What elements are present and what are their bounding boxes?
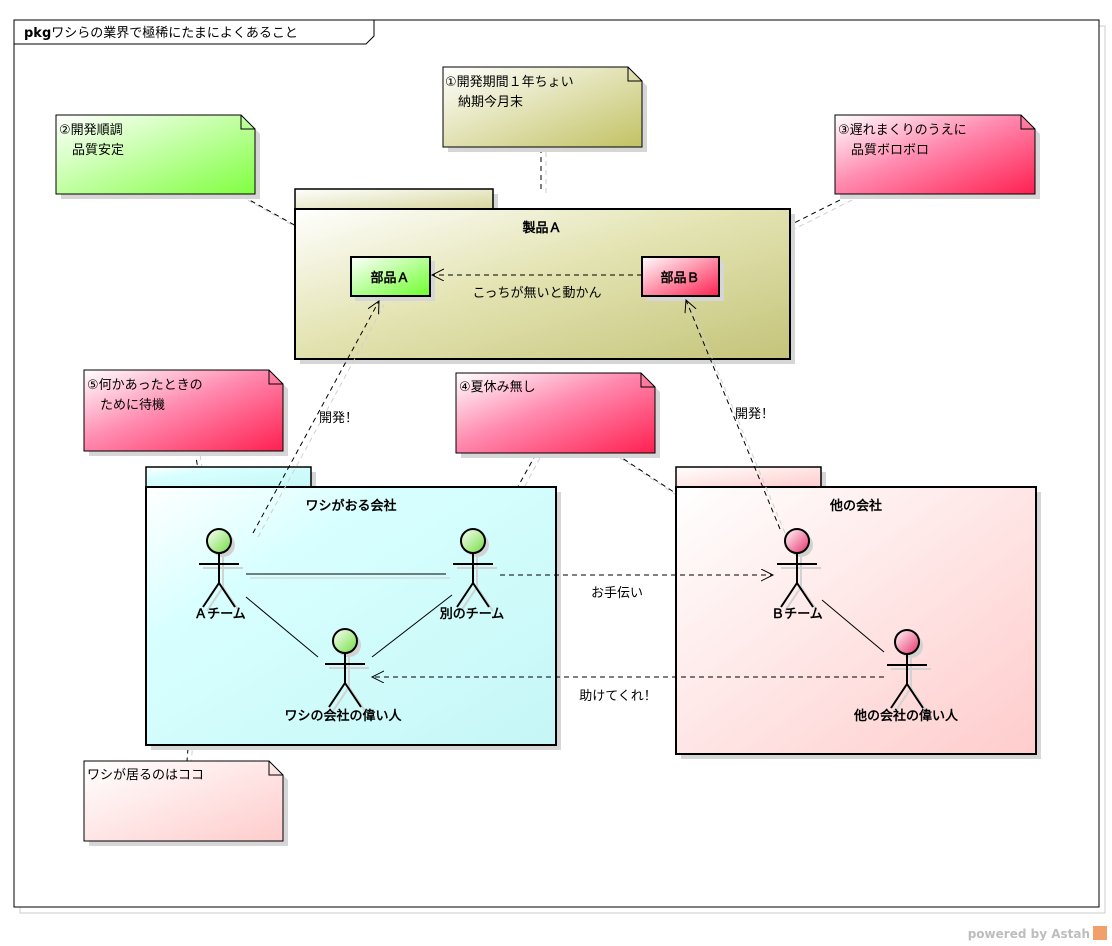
svg-text:⑤何かあったときの: ⑤何かあったときの bbox=[87, 377, 203, 393]
component-part-b: 部品Ｂ bbox=[641, 256, 724, 301]
actor-label: Ａチーム bbox=[194, 607, 246, 622]
note-3: ③遅れまくりのうえに 品質ボロボロ bbox=[834, 114, 1040, 199]
package-product-a: 製品Ａ bbox=[294, 188, 795, 364]
svg-text:品質ボロボロ: 品質ボロボロ bbox=[838, 143, 929, 158]
svg-text:ワシが居るのはココ: ワシが居るのはココ bbox=[87, 768, 204, 783]
actor-figure-icon bbox=[325, 628, 365, 708]
svg-text:①開発期間１年ちょい: ①開発期間１年ちょい bbox=[445, 75, 574, 90]
svg-text:③遅れまくりのうえに: ③遅れまくりのうえに bbox=[838, 123, 967, 138]
svg-text:部品Ａ: 部品Ａ bbox=[370, 270, 409, 286]
actor-figure-icon bbox=[887, 629, 927, 709]
astah-logo-icon bbox=[1093, 926, 1107, 940]
svg-text:部品Ｂ: 部品Ｂ bbox=[660, 270, 699, 286]
edge-rescue: 助けてくれ！ bbox=[372, 677, 884, 704]
actor-label: Ｂチーム bbox=[771, 607, 823, 622]
edge-help: お手伝い bbox=[500, 575, 773, 601]
note-4: ④夏休み無し bbox=[455, 372, 660, 458]
svg-text:開発！: 開発！ bbox=[735, 407, 774, 422]
frame-title: pkgワシらの業界で極稀にたまによくあること bbox=[24, 25, 298, 41]
package-other-company-name: 他の会社 bbox=[829, 498, 882, 514]
note-6: ワシが居るのはココ bbox=[83, 760, 288, 846]
actor-figure-icon bbox=[199, 528, 239, 608]
svg-text:こっちが無いと動かん: こっちが無いと動かん bbox=[472, 286, 601, 301]
svg-text:品質安定: 品質安定 bbox=[59, 143, 124, 158]
actor-team-b: Ｂチーム bbox=[771, 528, 823, 622]
note-5: ⑤何かあったときの ために待機 bbox=[83, 369, 288, 456]
actor-figure-icon bbox=[453, 528, 493, 608]
package-other-company: 他の会社 bbox=[675, 466, 1041, 759]
frame-title-tab bbox=[13, 19, 375, 45]
actor-our-boss: ワシの会社の偉い人 bbox=[284, 628, 402, 724]
astah-credit: powered by Astah bbox=[968, 926, 1107, 941]
svg-text:開発！: 開発！ bbox=[319, 411, 358, 426]
edge-dev-a: 開発！ bbox=[252, 301, 385, 538]
svg-text:納期今月末: 納期今月末 bbox=[445, 94, 523, 110]
package-our-company-name: ワシがおる会社 bbox=[305, 498, 396, 514]
svg-text:ために待機: ために待機 bbox=[87, 398, 165, 413]
svg-text:お手伝い: お手伝い bbox=[591, 586, 643, 601]
association-lines bbox=[245, 573, 885, 658]
actor-figure-icon bbox=[777, 528, 817, 608]
svg-text:助けてくれ！: 助けてくれ！ bbox=[579, 689, 657, 704]
actor-label: 他の会社の偉い人 bbox=[853, 708, 959, 724]
edge-dev-b: 開発！ bbox=[686, 300, 786, 534]
edge-dependency: こっちが無いと動かん bbox=[432, 275, 642, 301]
actor-label: 別のチーム bbox=[439, 607, 505, 622]
svg-text:powered by Astah: powered by Astah bbox=[968, 927, 1090, 941]
actor-other-boss: 他の会社の偉い人 bbox=[853, 629, 959, 724]
package-product-a-name: 製品Ａ bbox=[521, 220, 561, 236]
actor-team-a: Ａチーム bbox=[194, 528, 246, 622]
component-part-a: 部品Ａ bbox=[350, 256, 435, 301]
svg-text:②開発順調: ②開発順調 bbox=[59, 123, 123, 138]
actor-other-team: 別のチーム bbox=[439, 528, 505, 622]
note-1: ①開発期間１年ちょい 納期今月末 bbox=[442, 66, 647, 152]
note-2: ②開発順調 品質安定 bbox=[55, 114, 260, 199]
svg-text:④夏休み無し: ④夏休み無し bbox=[459, 380, 536, 395]
actor-label: ワシの会社の偉い人 bbox=[284, 708, 402, 724]
